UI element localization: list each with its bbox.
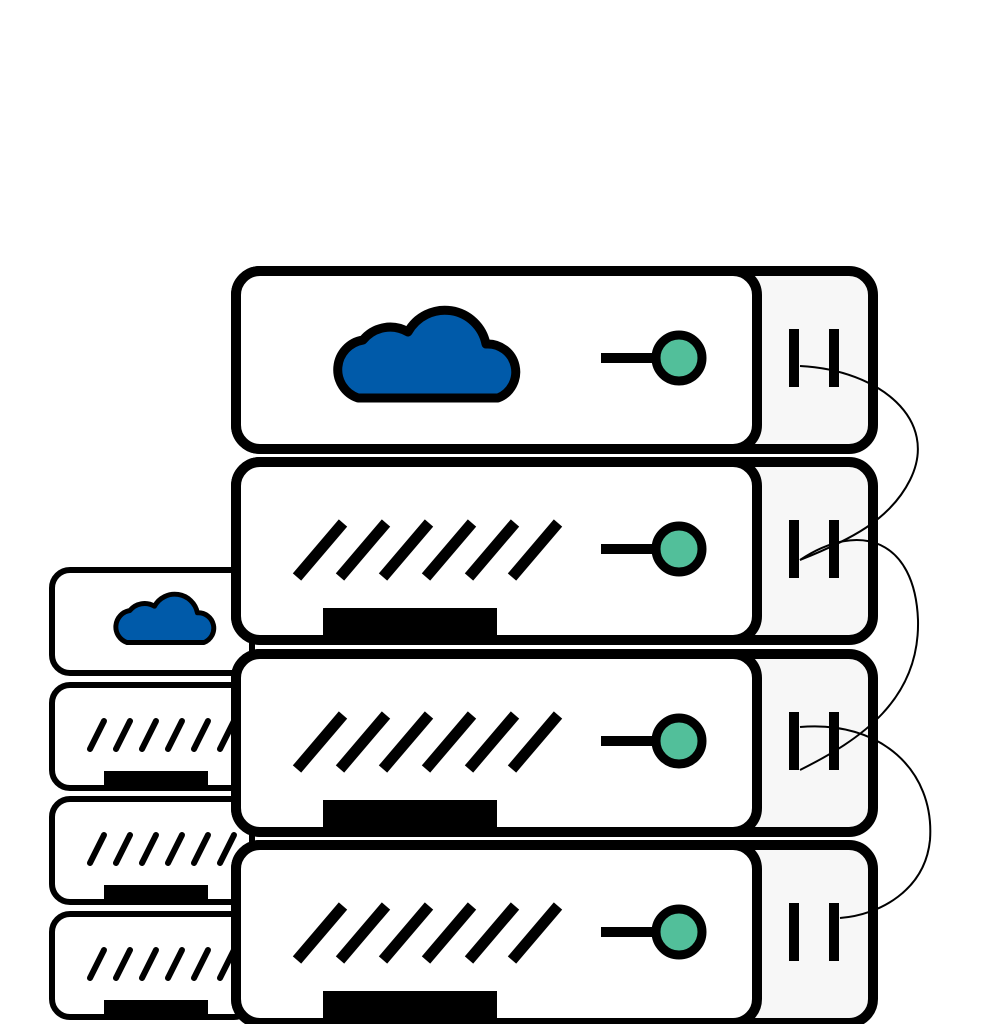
vent-slot — [139, 832, 159, 866]
drive-bay — [104, 885, 208, 901]
vent-slot — [378, 902, 434, 964]
vent-slot — [464, 711, 520, 773]
vent-slot — [507, 519, 563, 581]
vent-slot — [335, 711, 391, 773]
vent-slot — [335, 519, 391, 581]
vent-slot — [507, 902, 563, 964]
status-led-icon — [651, 713, 707, 769]
vent-slot — [421, 519, 477, 581]
vent-slot — [464, 902, 520, 964]
drive-bay — [323, 800, 497, 830]
vent-slot — [87, 718, 107, 752]
vent-slot — [292, 519, 348, 581]
cable — [799, 539, 920, 771]
vent-slot — [113, 718, 133, 752]
vent-slot — [335, 902, 391, 964]
cloud-icon — [333, 305, 521, 403]
vent-slot — [292, 711, 348, 773]
vent-slot — [113, 832, 133, 866]
small-server-unit — [49, 911, 255, 1020]
vent-slot — [87, 947, 107, 981]
small-server-unit — [49, 682, 255, 791]
vent-slot — [87, 832, 107, 866]
vent-slot — [191, 718, 211, 752]
status-led-icon — [651, 904, 707, 960]
vent-slot — [464, 519, 520, 581]
vent-slot — [507, 711, 563, 773]
vent-slot — [217, 832, 237, 866]
vent-slot — [191, 832, 211, 866]
vent-slot — [113, 947, 133, 981]
cable — [799, 365, 919, 561]
cable — [799, 725, 932, 919]
status-led-icon — [651, 521, 707, 577]
server-unit — [231, 649, 878, 837]
vent-slot — [139, 947, 159, 981]
vent-slot — [139, 718, 159, 752]
small-server-unit — [49, 567, 255, 676]
server-unit — [231, 840, 878, 1024]
drive-bay — [104, 771, 208, 787]
drive-bay — [323, 991, 497, 1021]
status-led-icon — [651, 330, 707, 386]
server-unit — [231, 457, 878, 645]
cables — [799, 365, 932, 919]
vent-slot — [165, 832, 185, 866]
small-server-stack — [49, 567, 255, 1020]
vent-slot — [165, 947, 185, 981]
small-server-unit — [49, 796, 255, 905]
cloud-icon — [113, 591, 217, 645]
vent-slot — [421, 902, 477, 964]
vent-slot — [421, 711, 477, 773]
server-unit — [231, 266, 878, 454]
large-server-stack — [231, 266, 878, 1024]
vent-slot — [191, 947, 211, 981]
drive-bay — [104, 1000, 208, 1016]
vent-slot — [378, 711, 434, 773]
vent-slot — [292, 902, 348, 964]
drive-bay — [323, 608, 497, 638]
vent-slot — [378, 519, 434, 581]
vent-slot — [165, 718, 185, 752]
